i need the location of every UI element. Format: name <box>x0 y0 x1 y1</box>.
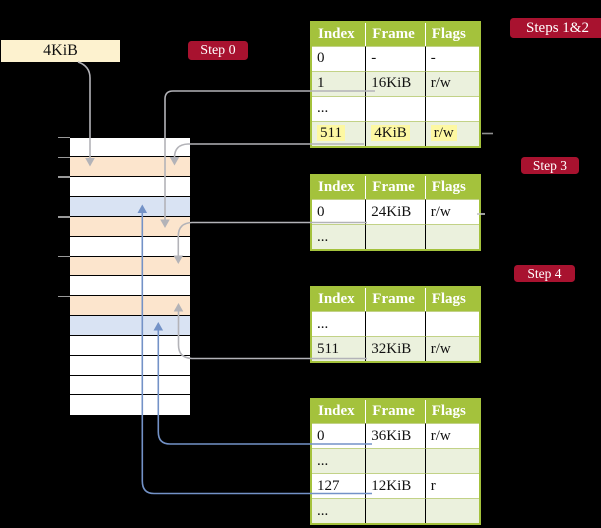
column-header-index: Index <box>312 176 367 199</box>
memory-frame-row-white <box>70 375 190 396</box>
table-cell <box>425 95 479 121</box>
highlighted-value: 4KiB <box>371 125 410 141</box>
page-table-step-4: Index Frame Flags ... 511 32KiB r/w <box>310 286 481 363</box>
table-cell: 0 <box>312 199 367 224</box>
memory-frame-row-white <box>70 236 190 257</box>
table-row: ... <box>312 95 479 121</box>
table-row: 127 12KiB r <box>312 473 479 498</box>
address-tick <box>58 156 70 159</box>
table-cell: 0 <box>312 45 367 71</box>
table-row: ... <box>312 224 479 249</box>
table-cell <box>425 224 479 249</box>
column-header-frame: Frame <box>366 22 426 46</box>
table-cell: 511 <box>312 336 367 361</box>
table-cell: 36KiB <box>366 423 426 448</box>
table-header-row: Index Frame Flags <box>312 400 479 423</box>
memory-frame-row-white <box>70 137 190 158</box>
table-cell <box>425 311 479 336</box>
memory-frame-row-white <box>70 395 190 416</box>
table-cell: - <box>425 45 479 71</box>
table-cell: 0 <box>312 423 367 448</box>
table-cell <box>366 448 426 473</box>
table-cell: ... <box>312 498 367 523</box>
highlighted-value: r/w <box>430 125 457 141</box>
table-cell: 4KiB <box>366 120 426 146</box>
column-header-index: Index <box>312 400 367 423</box>
table-cell: ... <box>312 448 367 473</box>
memory-frame-row-white <box>70 177 190 198</box>
table-cell: r/w <box>425 199 479 224</box>
table-header-row: Index Frame Flags <box>312 288 479 311</box>
memory-frame-row-blue <box>70 316 190 336</box>
memory-frame-row-peach <box>70 256 190 277</box>
column-header-index: Index <box>312 22 367 46</box>
table-row: 511 32KiB r/w <box>312 336 479 361</box>
memory-frame-row-white <box>70 276 190 297</box>
address-tick <box>58 295 70 298</box>
table-cell: r/w <box>425 336 479 361</box>
column-header-frame: Frame <box>366 176 426 199</box>
table-cell: r/w <box>425 423 479 448</box>
table-cell: - <box>366 45 426 71</box>
table-cell: r <box>425 473 479 498</box>
address-tick <box>58 176 70 178</box>
table-row: 1 16KiB r/w <box>312 70 479 96</box>
table-cell: r/w <box>425 120 479 146</box>
table-cell <box>366 311 426 336</box>
table-row: 0 36KiB r/w <box>312 423 479 448</box>
table-cell <box>425 498 479 523</box>
table-cell: 24KiB <box>366 199 426 224</box>
frame-size-box: 4KiB <box>1 40 120 62</box>
step-3-badge: Step 3 <box>521 157 579 174</box>
table-cell: r/w <box>425 70 479 96</box>
page-table-step-3: Index Frame Flags 0 24KiB r/w ... <box>310 174 481 251</box>
table-cell <box>425 448 479 473</box>
column-header-flags: Flags <box>425 288 479 311</box>
table-row: ... <box>312 498 479 523</box>
memory-frame-row-blue <box>70 197 190 217</box>
table-cell: 32KiB <box>366 336 426 361</box>
column-header-index: Index <box>312 288 367 311</box>
table-cell: 511 <box>312 120 367 146</box>
table-cell: 127 <box>312 473 367 498</box>
column-header-flags: Flags <box>425 176 479 199</box>
table-row: 0 24KiB r/w <box>312 199 479 224</box>
column-header-frame: Frame <box>366 400 426 423</box>
table-cell <box>366 95 426 121</box>
table-cell <box>366 224 426 249</box>
address-tick <box>58 136 70 139</box>
table-cell: 12KiB <box>366 473 426 498</box>
page-table-bottom: Index Frame Flags 0 36KiB r/w ... 127 12… <box>310 398 481 525</box>
step-4-badge: Step 4 <box>514 265 575 282</box>
column-header-flags: Flags <box>425 22 479 46</box>
address-tick <box>58 255 70 258</box>
memory-stack <box>70 137 190 416</box>
table-cell: ... <box>312 224 367 249</box>
memory-frame-row-white <box>70 335 190 356</box>
table-header-row: Index Frame Flags <box>312 176 479 199</box>
table-row: ... <box>312 448 479 473</box>
table-row-highlighted: 511 4KiB r/w <box>312 120 479 146</box>
table-cell <box>366 498 426 523</box>
table-cell: 16KiB <box>366 70 426 96</box>
table-cell: 1 <box>312 70 367 96</box>
table-row: ... <box>312 311 479 336</box>
memory-frame-row-peach <box>70 296 190 317</box>
memory-frame-row-peach <box>70 216 190 237</box>
column-header-flags: Flags <box>425 400 479 423</box>
address-tick <box>58 216 70 218</box>
table-cell: ... <box>312 95 367 121</box>
highlighted-value: 511 <box>317 125 345 141</box>
steps-1-2-badge: Steps 1&2 <box>510 18 601 38</box>
table-header-row: Index Frame Flags <box>312 22 479 46</box>
column-header-frame: Frame <box>366 288 426 311</box>
table-cell: ... <box>312 311 367 336</box>
table-row: 0 - - <box>312 45 479 71</box>
memory-frame-row-white <box>70 355 190 376</box>
step-0-badge: Step 0 <box>188 41 248 60</box>
page-table-steps-1-2: Index Frame Flags 0 - - 1 16KiB r/w ... … <box>310 20 481 148</box>
memory-frame-row-peach <box>70 157 190 178</box>
